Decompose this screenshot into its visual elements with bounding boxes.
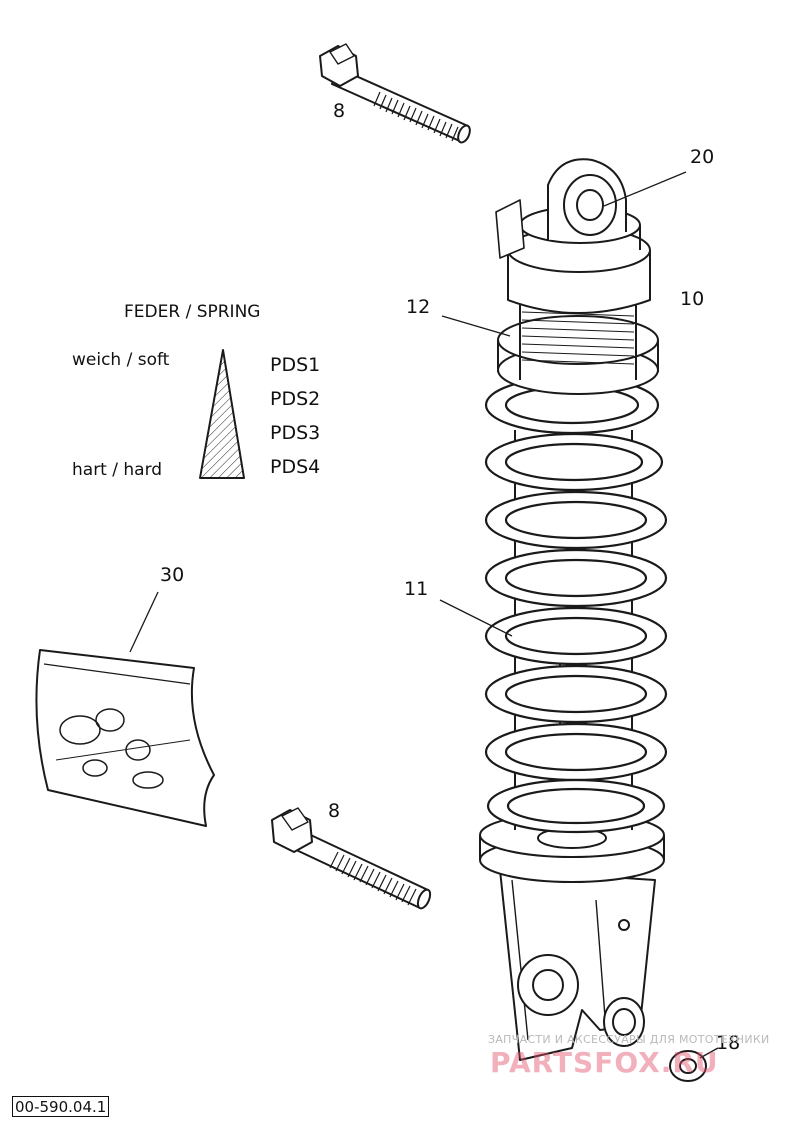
leader-lines [129, 171, 719, 1059]
callout-eye-bushing: 20 [690, 146, 715, 168]
spring-rate-triangle [199, 349, 245, 479]
callout-shock-unit: 10 [680, 288, 705, 310]
watermark-logo: PARTSFOX.RU [490, 1046, 719, 1079]
bottom-bolt [271, 807, 432, 910]
shock-absorber [479, 158, 668, 1061]
legend-grade: PDS3 [270, 422, 321, 444]
legend-title: FEDER / SPRING [124, 302, 261, 322]
legend-soft-label: weich / soft [72, 350, 170, 370]
spring-coils [484, 375, 668, 834]
callout-bolt-top: 8 [333, 100, 346, 122]
callout-adjuster-ring: 12 [406, 296, 431, 318]
legend-grade: PDS2 [270, 388, 321, 410]
legend-grade: PDS1 [270, 354, 321, 376]
drawing-number: 00-590.04.1 [12, 1096, 110, 1117]
callout-spring: 11 [404, 578, 429, 600]
watermark-tagline: ЗАПЧАСТИ И АКСЕССУАРЫ ДЛЯ МОТОТЕХНИКИ [488, 1033, 770, 1046]
top-bolt [319, 43, 471, 144]
sticker-bag [35, 649, 215, 827]
callout-bolt-bottom: 8 [328, 800, 341, 822]
callout-sticker-bag: 30 [160, 564, 185, 586]
legend-hard-label: hart / hard [72, 460, 163, 480]
callout-washer: 18 [716, 1032, 741, 1054]
legend-grade: PDS4 [270, 456, 321, 478]
washer [669, 1050, 707, 1082]
